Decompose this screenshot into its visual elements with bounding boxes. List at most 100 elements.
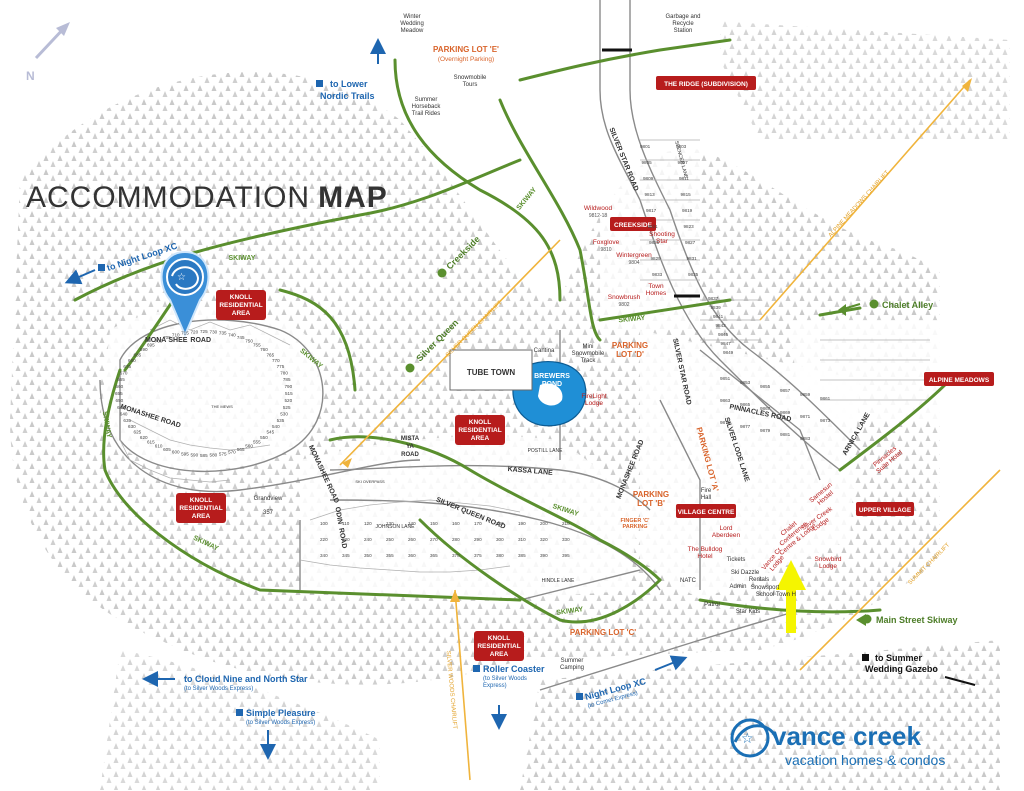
lot-number: 9843 xyxy=(716,323,727,328)
lot-number: 715 xyxy=(181,331,189,336)
parking-lot-c: PARKING LOT 'C' xyxy=(570,628,636,637)
lot-number: 9833 xyxy=(652,272,663,277)
lot-number: 9839 xyxy=(711,305,722,310)
lot-number: 665 xyxy=(117,377,125,382)
lot-number: 310 xyxy=(518,537,526,542)
tickets-label: Tickets xyxy=(727,557,746,563)
alpine-meadows-label: ALPINE MEADOWS xyxy=(929,377,990,384)
star-kids-label: Star Kids xyxy=(736,609,760,615)
lot-number: 655 xyxy=(115,391,123,396)
lot-number: 670 xyxy=(120,371,128,376)
north-arrow-icon xyxy=(34,22,70,60)
lot-number: 590 xyxy=(190,453,198,458)
the-ridge-badge xyxy=(656,76,756,90)
lot-number: 9861 xyxy=(820,396,831,401)
lot-number: 9879 xyxy=(760,428,771,433)
lot-number: 250 xyxy=(386,537,394,542)
skiway-label-4: SKIWAY xyxy=(101,411,113,439)
skiway-label-2: SKIWAY xyxy=(515,186,538,211)
lot-number: 725 xyxy=(200,329,208,334)
lot-number: 540 xyxy=(272,424,280,429)
lot-number: 320 xyxy=(540,537,548,542)
lot-number: 9851 xyxy=(720,376,731,381)
lot-number: 645 xyxy=(117,405,125,410)
lot-number: 100 xyxy=(320,521,328,526)
finger-c-parking: FINGER 'C'PARKING xyxy=(621,518,651,530)
lot-number: 360 xyxy=(408,553,416,558)
lot-number: 9841 xyxy=(713,314,724,319)
lot-number: 9857 xyxy=(780,388,791,393)
lot-number: 9873 xyxy=(820,418,831,423)
lot-number: 790 xyxy=(284,384,292,389)
lot-number: 9807 xyxy=(678,160,689,165)
knoll-badge-4 xyxy=(474,631,524,661)
lot-number: 675 xyxy=(123,364,131,369)
lot-number: 680 xyxy=(128,358,136,363)
lot-number: 9871 xyxy=(800,414,811,419)
lot-number: 9853 xyxy=(740,380,751,385)
lot-number: 290 xyxy=(474,537,482,542)
lot-number: 745 xyxy=(237,335,245,340)
lot-number: 605 xyxy=(163,447,171,452)
road-gates xyxy=(602,48,700,298)
logo-brand: vance creek xyxy=(772,721,921,751)
lot-number: 550 xyxy=(260,435,268,440)
lot-number: 280 xyxy=(452,537,460,542)
bullet-markers xyxy=(98,80,879,716)
rentals-label: Rentals xyxy=(749,577,769,583)
village-centre-badge xyxy=(676,504,736,518)
lot-number: 390 xyxy=(540,553,548,558)
road-johnson: JOHNSON LANE xyxy=(376,524,416,530)
lot-number: 755 xyxy=(253,343,261,348)
lot-number: 575 xyxy=(219,451,227,456)
logo-tagline: vacation homes & condos xyxy=(785,752,945,768)
lot-number: 515 xyxy=(285,391,293,396)
lot-number: 110 xyxy=(342,521,350,526)
lot-number: 750 xyxy=(245,339,253,344)
lot-number: 240 xyxy=(364,537,372,542)
lift-alpine-meadows: ALPINE MEADOWS CHAIRLIFT xyxy=(828,170,891,239)
lot-number: 710 xyxy=(172,332,180,337)
lot-number: 9827 xyxy=(685,240,696,245)
lot-number: 9875 xyxy=(720,420,731,425)
lot-number: 785 xyxy=(283,377,291,382)
lot-number: 9811 xyxy=(679,176,689,181)
upper-village-label: UPPER VILLAGE xyxy=(859,507,912,514)
ski-dazzle-label: Ski Dazzle xyxy=(731,570,760,576)
lot-number: 130 xyxy=(386,521,394,526)
lot-number: 760 xyxy=(260,347,268,352)
lot-number: 685 xyxy=(134,352,142,357)
lot-number: 220 xyxy=(320,537,328,542)
lot-number: 595 xyxy=(181,451,189,456)
lot-number: 9815 xyxy=(681,192,692,197)
lot-number: 555 xyxy=(253,439,261,444)
lot-number: 9823 xyxy=(684,224,695,229)
skiway-label-7: SKIWAY xyxy=(556,606,584,617)
road-network xyxy=(99,0,861,691)
road-hindle: HINDLE LANE xyxy=(542,578,575,584)
cantina-label: Cantina xyxy=(534,348,555,354)
lot-number: 525 xyxy=(283,405,291,410)
lot-number: 9849 xyxy=(723,350,734,355)
lot-number: 700 xyxy=(155,339,163,344)
lot-number: 340 xyxy=(320,553,328,558)
lot-number: 545 xyxy=(266,430,274,435)
lot-number: 615 xyxy=(147,439,155,444)
highlight-arrow xyxy=(776,560,806,633)
